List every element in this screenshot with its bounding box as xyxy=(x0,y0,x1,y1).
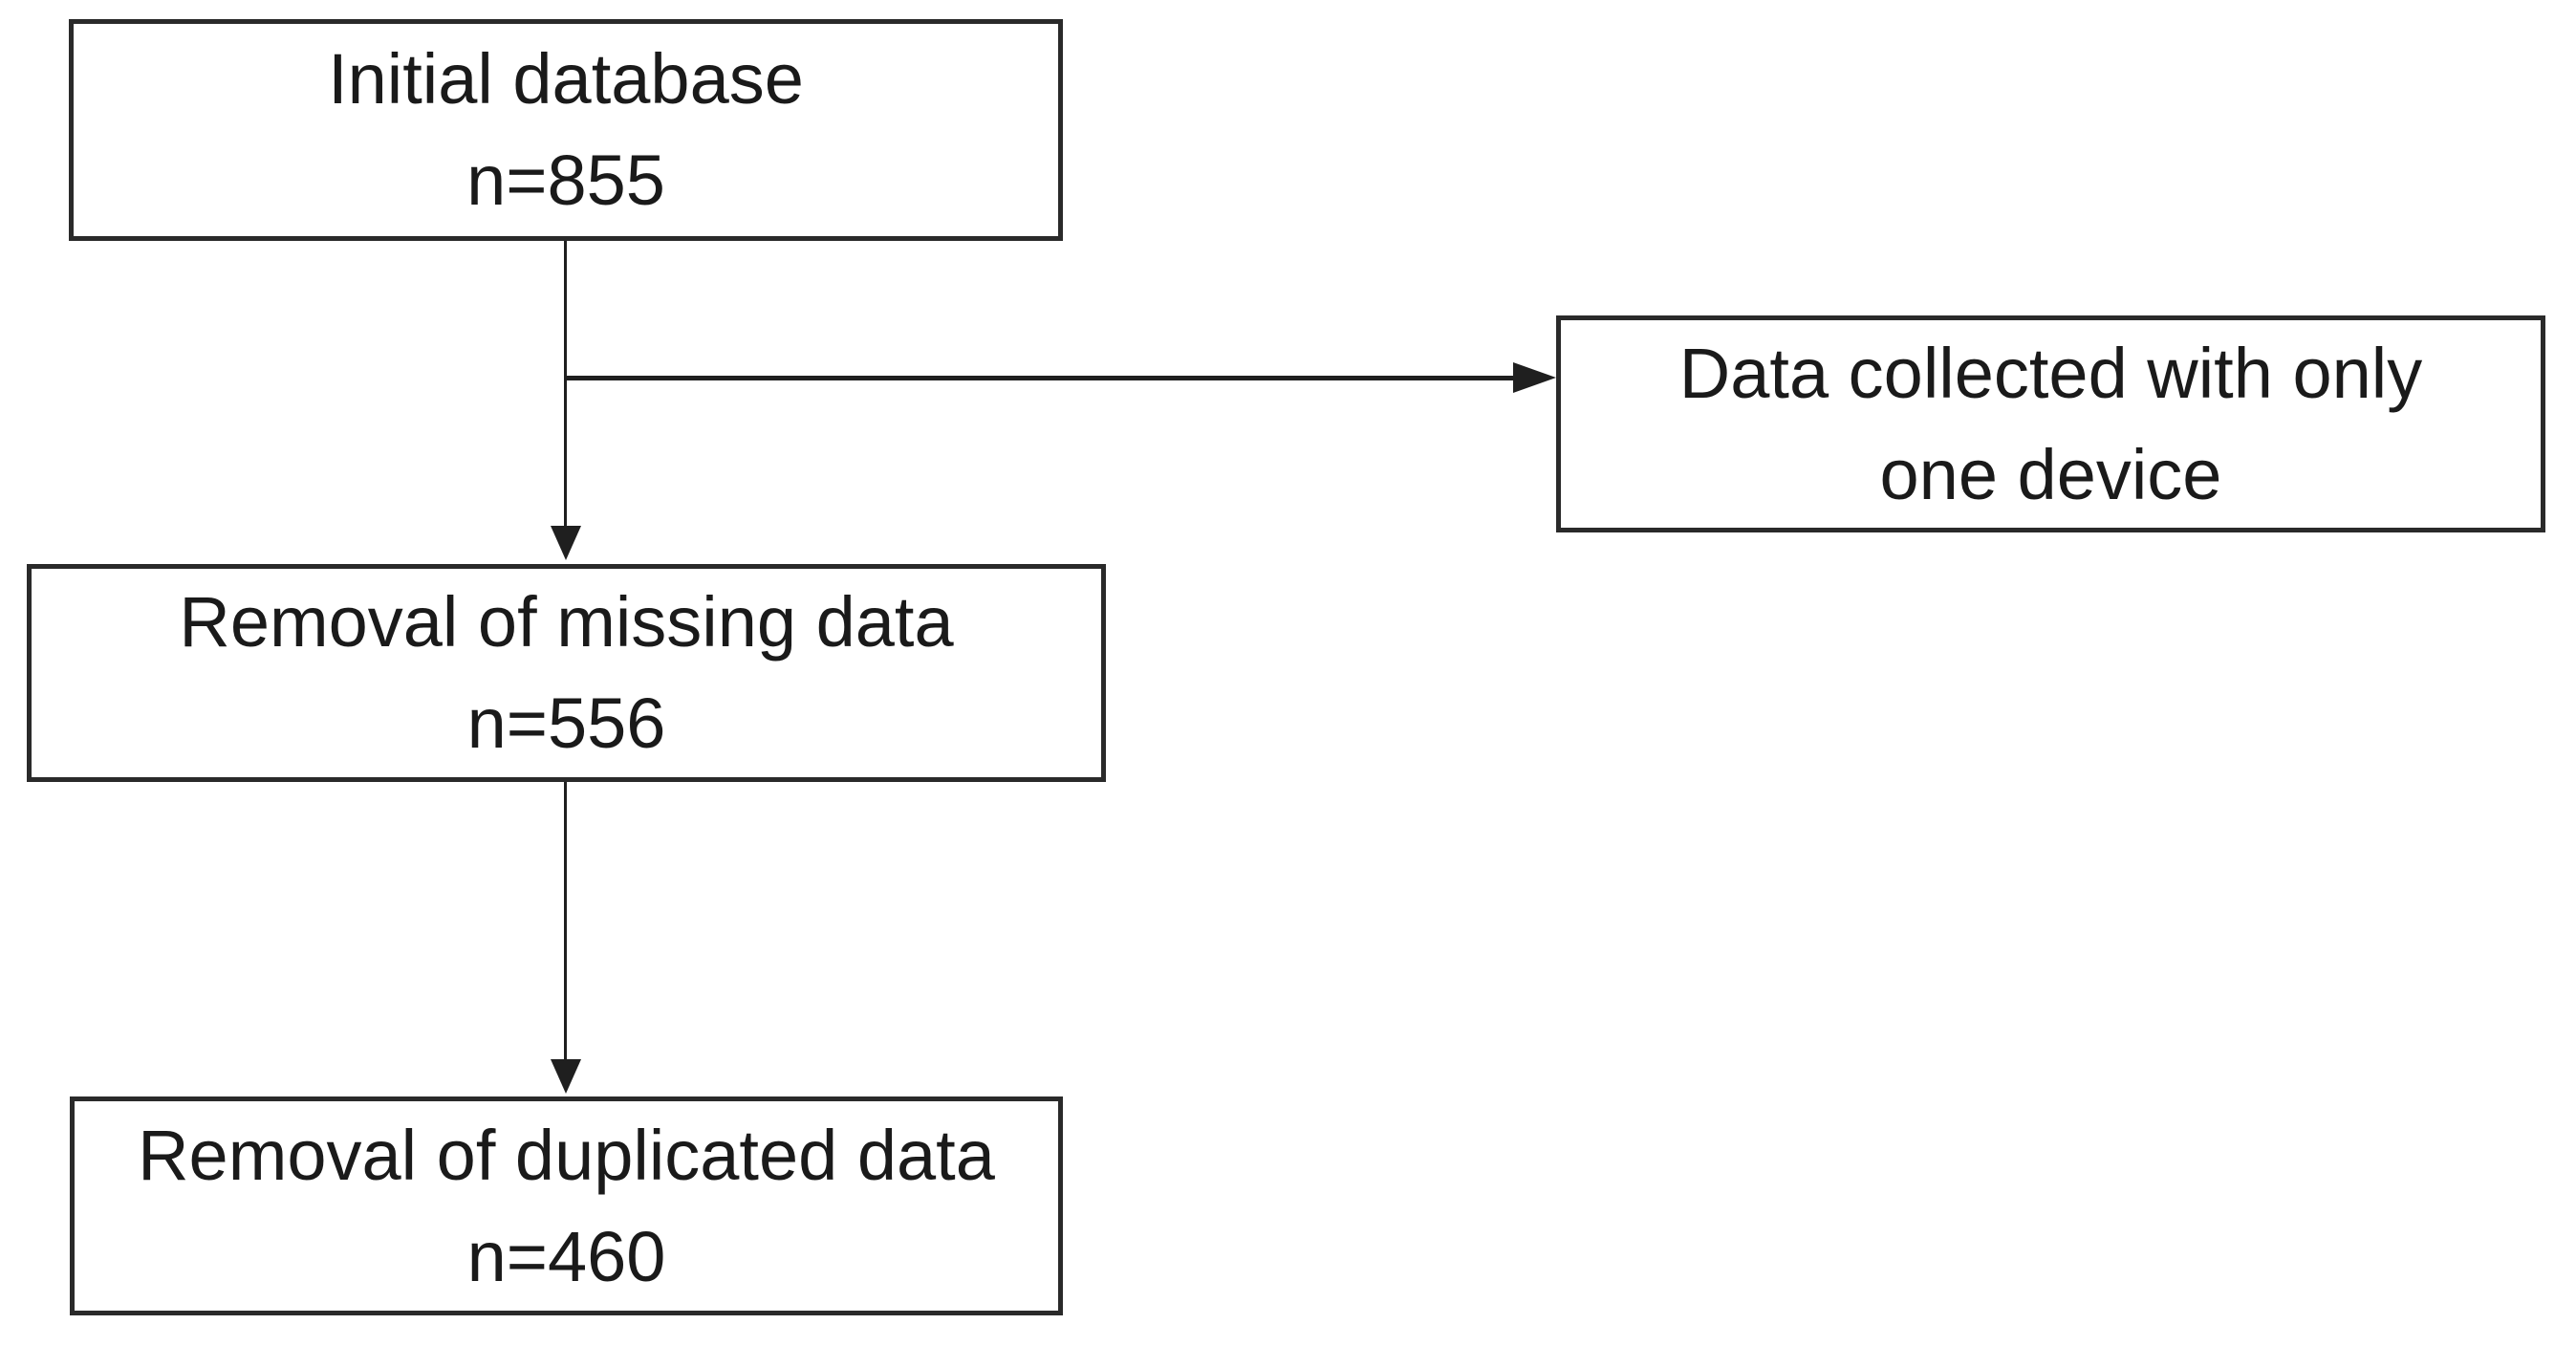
flow-node-initial-database: Initial database n=855 xyxy=(69,19,1063,241)
arrowhead-right-icon xyxy=(1513,362,1556,393)
node-count: n=460 xyxy=(466,1216,666,1296)
flow-node-one-device: Data collected with only one device xyxy=(1556,315,2545,532)
node-count: n=855 xyxy=(466,141,665,220)
connector-initial-to-device xyxy=(566,376,1515,380)
node-label: Removal of missing data xyxy=(179,582,954,662)
flow-node-removal-duplicated: Removal of duplicated data n=460 xyxy=(70,1096,1063,1315)
node-label: Data collected with only one device xyxy=(1678,333,2423,514)
flow-node-removal-missing: Removal of missing data n=556 xyxy=(27,564,1106,782)
arrowhead-down-icon xyxy=(551,1059,581,1094)
arrowhead-down-icon xyxy=(551,526,581,560)
node-count: n=556 xyxy=(466,684,666,763)
connector-initial-to-missing xyxy=(564,241,567,528)
connector-missing-to-duplicated xyxy=(564,782,567,1061)
node-label: Removal of duplicated data xyxy=(138,1115,995,1195)
node-label: Initial database xyxy=(328,39,804,119)
